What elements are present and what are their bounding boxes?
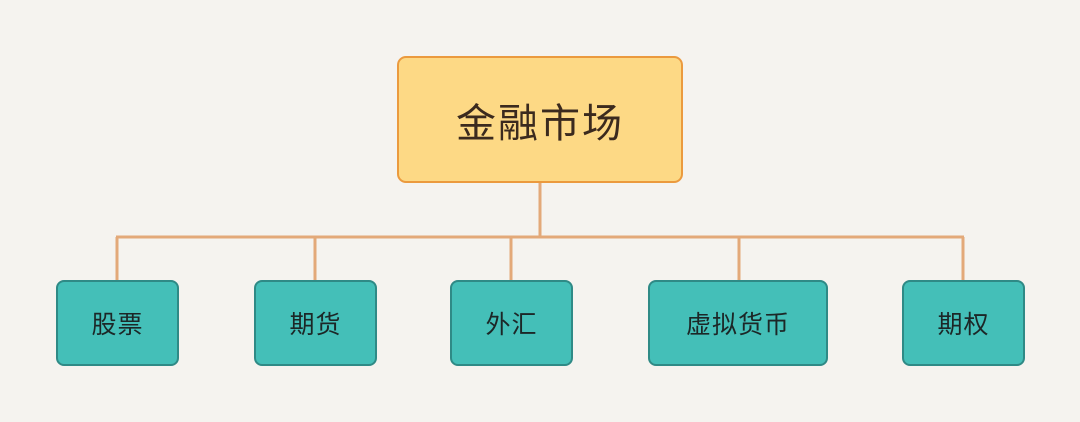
child-node-stocks: 股票	[56, 280, 179, 366]
child-node-options: 期权	[902, 280, 1025, 366]
child-node-forex: 外汇	[450, 280, 573, 366]
root-node-label: 金融市场	[456, 100, 624, 147]
child-node-futures: 期货	[254, 280, 377, 366]
child-node-crypto: 虚拟货币	[648, 280, 828, 366]
child-node-label: 股票	[91, 310, 144, 339]
child-node-label: 期货	[289, 310, 342, 339]
root-node-financial-market: 金融市场	[397, 56, 683, 183]
child-node-label: 期权	[937, 310, 990, 339]
child-node-label: 虚拟货币	[685, 310, 790, 339]
child-node-label: 外汇	[485, 310, 538, 339]
